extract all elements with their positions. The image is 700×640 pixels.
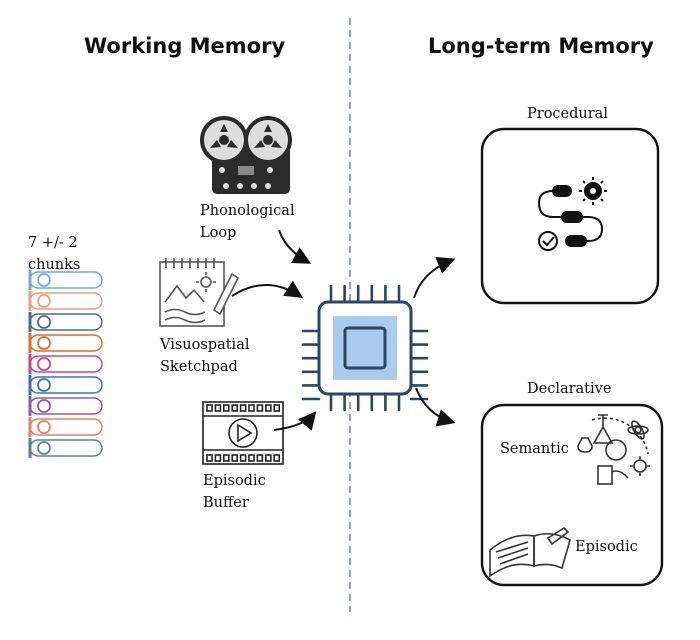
chunk-item: [28, 291, 103, 311]
arrow-procedural: [413, 256, 456, 299]
declarative-box: [480, 403, 664, 587]
chunk-item: [28, 438, 103, 458]
arrow-episodic: [273, 411, 317, 431]
tape-reel-icon: [200, 116, 292, 194]
semantic-label: Semantic: [500, 441, 569, 457]
capacity-label: 7 +/- 2 chunks: [28, 232, 80, 276]
episodic-buffer-line-2: Buffer: [203, 495, 249, 511]
phonological-line-2: Loop: [200, 225, 237, 241]
phonological-line-1: Phonological: [200, 203, 295, 219]
film-icon: [202, 401, 284, 465]
procedural-box: [480, 127, 660, 305]
visuospatial-line-1: Visuospatial: [160, 337, 250, 353]
visuospatial-line-2: Sketchpad: [160, 359, 238, 375]
chunk-stack: [28, 270, 103, 458]
scientist-icon: [577, 414, 650, 485]
declarative-label: Declarative: [527, 381, 612, 397]
chunk-item: [28, 375, 103, 395]
chunk-item: [28, 417, 103, 437]
heading-long-term-memory: Long-term Memory: [428, 34, 654, 58]
chunk-item: [28, 354, 103, 374]
sketchpad-icon: [159, 258, 240, 327]
arrow-visuospatial: [231, 280, 304, 298]
episodic-buffer-label: Episodic Buffer: [203, 470, 266, 514]
chunk-item: [28, 333, 103, 353]
open-book-icon: [489, 526, 571, 578]
episodic-buffer-line-1: Episodic: [203, 473, 266, 489]
chunk-item: [28, 270, 103, 290]
capacity-line-1: 7 +/- 2: [28, 235, 78, 251]
visuospatial-sketchpad-label: Visuospatial Sketchpad: [160, 334, 249, 378]
chunk-item: [28, 396, 103, 416]
phonological-loop-label: Phonological Loop: [200, 200, 295, 244]
arrow-declarative: [415, 387, 456, 427]
chip-icon: [301, 284, 429, 412]
chunk-item: [28, 312, 103, 332]
heading-working-memory: Working Memory: [84, 34, 286, 58]
procedural-label: Procedural: [527, 106, 608, 122]
workflow-icon: [537, 177, 607, 251]
episodic-label: Episodic: [575, 539, 638, 555]
arrow-phonological: [278, 229, 312, 264]
capacity-line-2: chunks: [28, 257, 81, 273]
